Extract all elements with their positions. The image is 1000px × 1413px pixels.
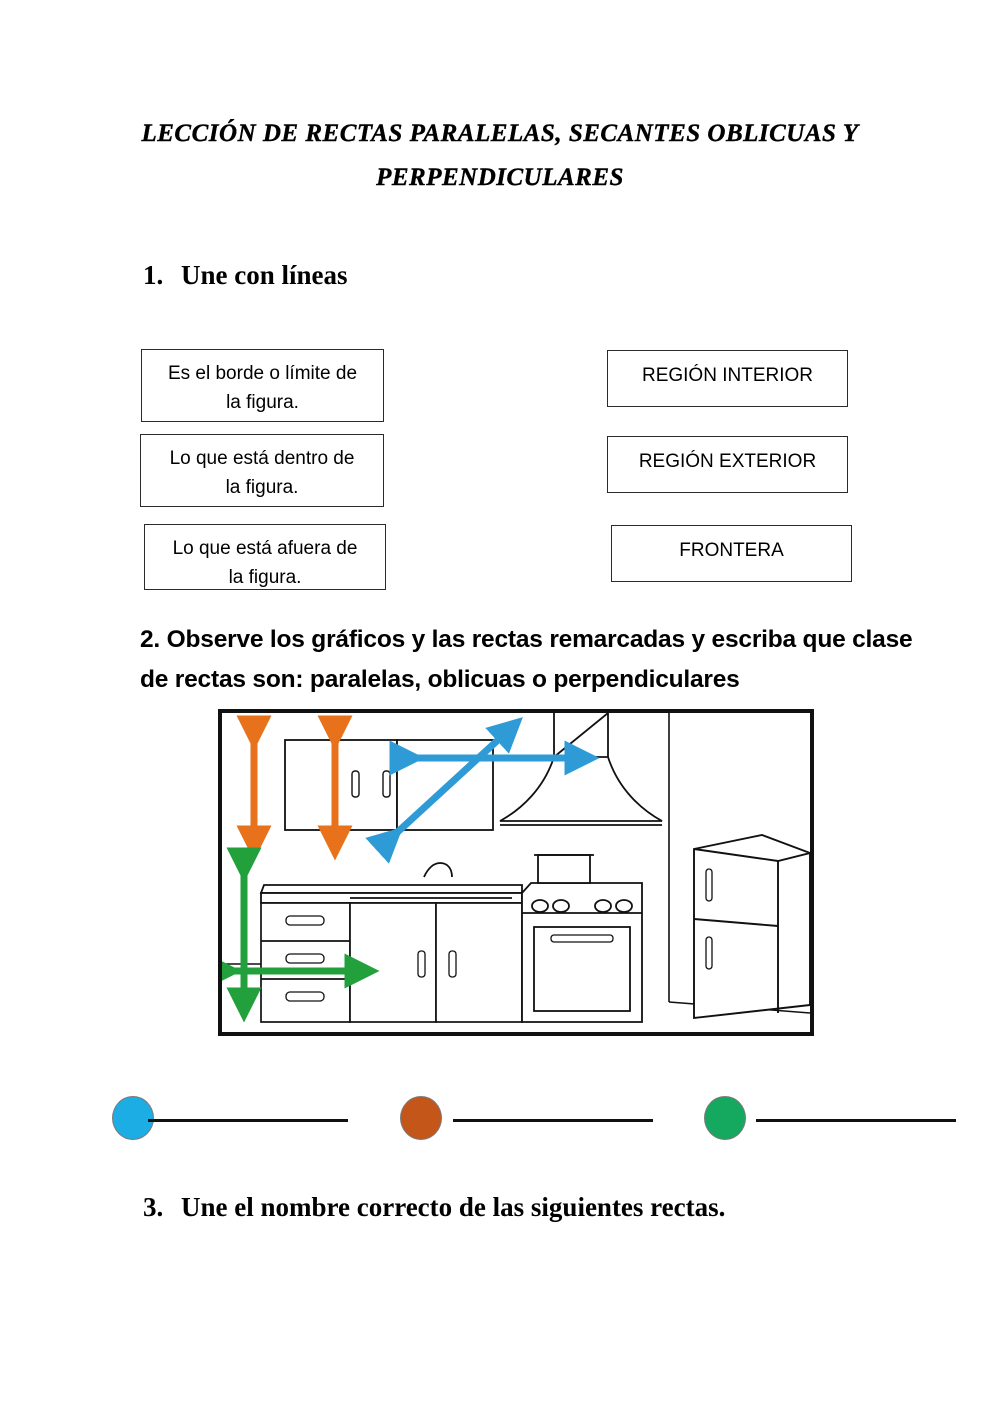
term-box-label: REGIÓN INTERIOR bbox=[641, 365, 813, 386]
term-box-frontera[interactable]: FRONTERA bbox=[611, 525, 852, 582]
exercise-1-heading: 1. Une con líneas bbox=[143, 260, 348, 291]
kitchen-figure bbox=[218, 709, 814, 1036]
definition-box-line-1: Lo que está afuera de bbox=[172, 538, 358, 559]
stove bbox=[521, 854, 643, 1023]
marked-lines-green-perpendicular bbox=[222, 847, 380, 1023]
answer-line-green[interactable] bbox=[756, 1119, 956, 1122]
definition-box-line-1: Es el borde o límite de bbox=[167, 363, 358, 384]
exercise-1-number: 1. bbox=[143, 260, 164, 290]
term-box-label: REGIÓN EXTERIOR bbox=[638, 451, 817, 472]
upper-cabinets bbox=[284, 739, 494, 831]
counter-sink bbox=[259, 862, 523, 904]
answer-line-blue[interactable] bbox=[148, 1119, 348, 1122]
answer-dot-blue bbox=[112, 1096, 154, 1140]
exercise-2-heading-line-2: de rectas son: paralelas, oblicuas o per… bbox=[140, 666, 740, 693]
definition-box-line-2: la figura. bbox=[226, 392, 299, 413]
exercise-3-number: 3. bbox=[143, 1192, 164, 1222]
range-hood bbox=[499, 713, 663, 826]
definition-box-exterior[interactable]: Lo que está afuera de la figura. bbox=[144, 524, 386, 590]
refrigerator bbox=[693, 834, 810, 1020]
exercise-3-heading-text: Une el nombre correcto de las siguientes… bbox=[181, 1192, 726, 1222]
exercise-2-heading: 2. Observe los gráficos y las rectas rem… bbox=[140, 620, 985, 700]
exercise-1-heading-text: Une con líneas bbox=[181, 260, 348, 290]
term-box-region-interior[interactable]: REGIÓN INTERIOR bbox=[607, 350, 848, 407]
exercise-2-heading-line-1: 2. Observe los gráficos y las rectas rem… bbox=[140, 626, 913, 653]
marked-lines-blue-oblique bbox=[365, 717, 600, 864]
definition-box-interior[interactable]: Lo que está dentro de la figura. bbox=[140, 434, 384, 507]
definition-box-line-2: la figura. bbox=[225, 477, 299, 498]
exercise-2-answer-row bbox=[0, 1092, 1000, 1152]
page-title-line-2: PERPENDICULARES bbox=[376, 164, 624, 191]
term-box-label: FRONTERA bbox=[679, 540, 784, 561]
definition-box-line-2: la figura. bbox=[228, 567, 302, 588]
definition-box-frontera[interactable]: Es el borde o límite de la figura. bbox=[141, 349, 384, 422]
answer-line-orange[interactable] bbox=[453, 1119, 653, 1122]
exercise-3-heading: 3. Une el nombre correcto de las siguient… bbox=[143, 1192, 725, 1223]
term-box-region-exterior[interactable]: REGIÓN EXTERIOR bbox=[607, 436, 848, 493]
answer-dot-green bbox=[704, 1096, 746, 1140]
marked-lines-orange-parallel bbox=[236, 715, 353, 861]
page-title-line-1: LECCIÓN DE RECTAS PARALELAS, SECANTES OB… bbox=[141, 120, 859, 147]
answer-dot-orange bbox=[400, 1096, 442, 1140]
definition-box-line-1: Lo que está dentro de bbox=[169, 448, 355, 469]
page-title: LECCIÓN DE RECTAS PARALELAS, SECANTES OB… bbox=[0, 112, 1000, 200]
lower-cabinets bbox=[349, 902, 523, 1023]
counter-drawers bbox=[260, 902, 351, 1023]
